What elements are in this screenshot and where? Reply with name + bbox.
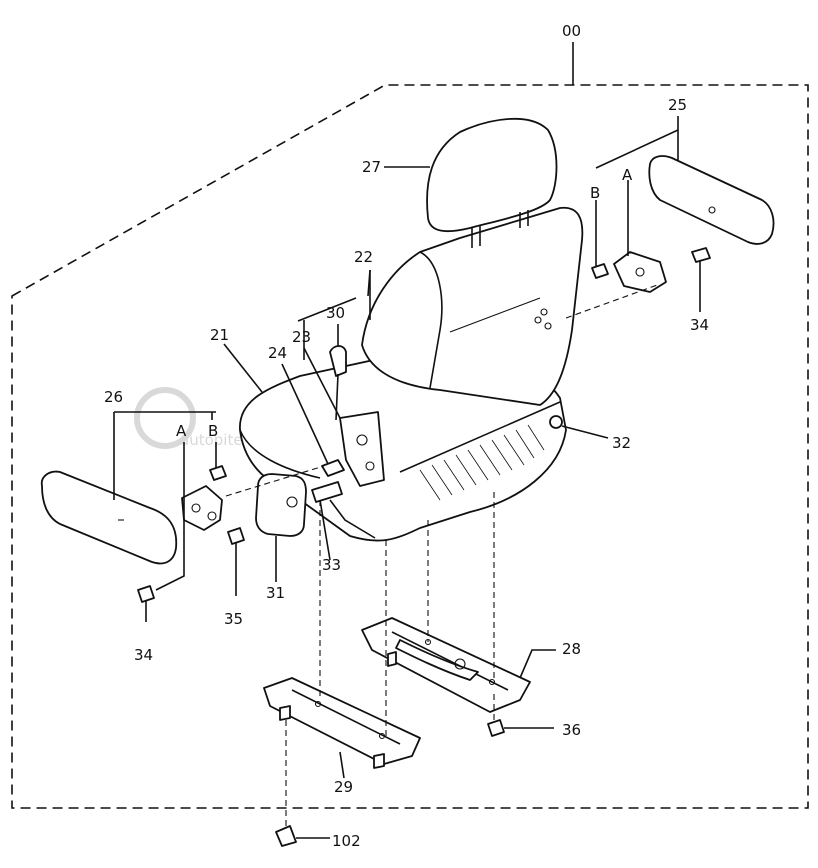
nut-32 xyxy=(549,415,609,439)
assembly-boundary xyxy=(11,84,809,809)
slide-rail-right xyxy=(361,617,531,713)
callout-27: 27 xyxy=(362,158,381,176)
callout-31: 31 xyxy=(266,584,285,602)
seat-backrest xyxy=(361,206,584,406)
callout-34-left: 34 xyxy=(134,646,153,664)
callout-35: 35 xyxy=(224,610,243,628)
callout-29: 29 xyxy=(334,778,353,796)
armrest-left xyxy=(40,465,227,565)
callout-25: 25 xyxy=(668,96,687,114)
slide-rail-left xyxy=(263,677,421,769)
callout-22: 22 xyxy=(354,248,373,266)
callout-33: 33 xyxy=(322,556,341,574)
callout-36: 36 xyxy=(562,721,581,739)
callout-23: 23 xyxy=(292,328,311,346)
callout-30: 30 xyxy=(326,304,345,322)
callout-labels: 00 21 22 23 24 25 26 27 28 29 30 31 32 3… xyxy=(104,22,709,850)
nut-36 xyxy=(487,719,554,737)
ref-b-right: B xyxy=(590,184,600,202)
callout-102: 102 xyxy=(332,832,361,850)
armrest-right xyxy=(591,155,775,293)
callout-21: 21 xyxy=(210,326,229,344)
ref-b-left: B xyxy=(208,422,218,440)
side-pad xyxy=(255,473,307,537)
callout-32: 32 xyxy=(612,434,631,452)
bolt-34-left xyxy=(137,585,155,622)
mounting-axes xyxy=(225,283,661,826)
callout-28: 28 xyxy=(562,640,581,658)
bolt-35 xyxy=(227,527,245,596)
ref-a-right: A xyxy=(622,166,633,184)
callout-00: 00 xyxy=(562,22,581,40)
callout-34-right: 34 xyxy=(690,316,709,334)
ref-a-left: A xyxy=(176,422,187,440)
callout-26: 26 xyxy=(104,388,123,406)
callout-24: 24 xyxy=(268,344,287,362)
headrest xyxy=(426,117,558,248)
leader-lines xyxy=(113,116,701,779)
nut-102 xyxy=(275,825,330,847)
